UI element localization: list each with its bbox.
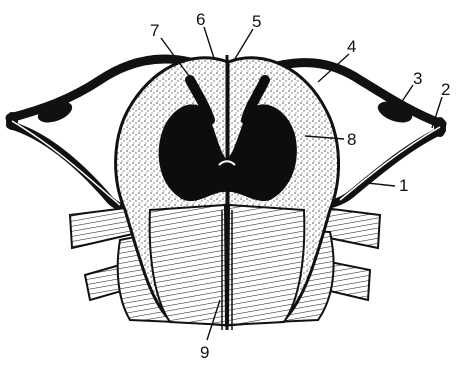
leader-6	[204, 27, 214, 58]
label-2: 2	[441, 80, 450, 99]
label-7: 7	[150, 21, 159, 40]
label-3: 3	[413, 69, 422, 88]
label-5: 5	[252, 12, 261, 31]
spinal-cord-body	[116, 55, 339, 330]
label-9: 9	[200, 343, 209, 362]
leader-1	[367, 183, 395, 186]
label-1: 1	[399, 176, 408, 195]
label-4: 4	[347, 37, 356, 56]
label-8: 8	[347, 130, 356, 149]
label-6: 6	[196, 10, 205, 29]
